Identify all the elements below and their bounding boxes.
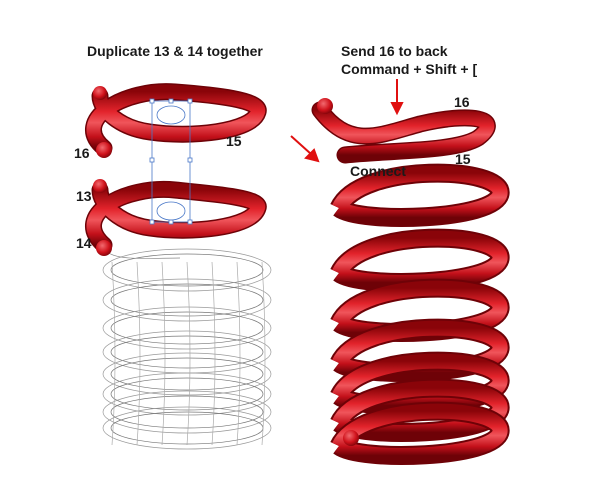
wire-coil (110, 357, 264, 391)
label-13-left: 13 (76, 188, 92, 204)
right-title-line2: Command + Shift + [ (341, 61, 478, 77)
wire-coil (110, 283, 264, 317)
wire-coil (110, 311, 264, 345)
label-15-right: 15 (455, 151, 471, 167)
left-title: Duplicate 13 & 14 together (87, 43, 263, 59)
label-14-left: 14 (76, 235, 92, 251)
wire-line (111, 261, 116, 446)
wire-line (261, 261, 266, 446)
wire-coil (102, 390, 272, 434)
left-middle-coil (85, 179, 267, 256)
spring-coil (332, 230, 508, 290)
wire-coil (102, 352, 272, 396)
arrow-diagonal (290, 135, 312, 155)
red-arrows (290, 79, 404, 163)
wire-coil (110, 377, 264, 411)
wire-line (136, 261, 141, 446)
spring-coil (332, 380, 508, 440)
wire-coil (102, 330, 272, 374)
wire-coil (102, 248, 272, 292)
wire-line (236, 261, 241, 446)
left-top-coil (85, 83, 267, 158)
right-title-line1: Send 16 to back (341, 43, 448, 59)
wire-line (211, 261, 216, 446)
label-15-left: 15 (226, 133, 242, 149)
wire-coil (110, 253, 264, 287)
wire-line (161, 261, 166, 446)
wire-coil (102, 306, 272, 350)
wire-coil (110, 395, 264, 429)
spring-coil (332, 165, 508, 225)
spring-coil (332, 403, 508, 463)
wire-coil (102, 406, 272, 450)
wire-line (186, 261, 191, 446)
wire-coil (110, 335, 264, 369)
left-wireframe-spring (102, 247, 272, 450)
wire-coil (102, 278, 272, 322)
label-16-right: 16 (454, 94, 470, 110)
wire-coil (102, 372, 272, 416)
selection-box[interactable] (149, 98, 193, 225)
label-connect: Connect (350, 163, 406, 179)
spring-coil (332, 353, 508, 413)
right-spring (311, 98, 510, 465)
label-16-left: 16 (74, 145, 90, 161)
